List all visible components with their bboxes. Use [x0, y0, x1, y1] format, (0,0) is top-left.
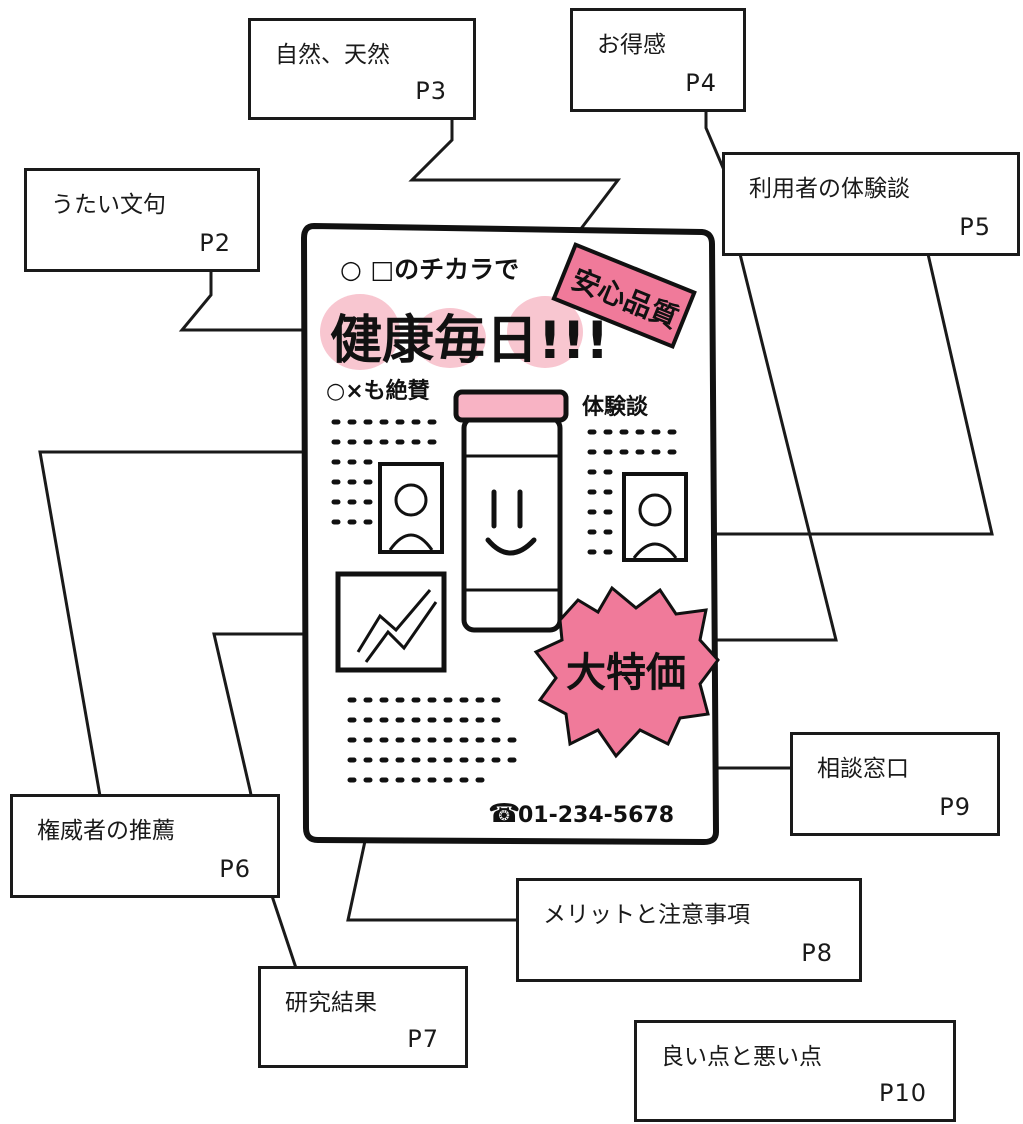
connector-lines [38, 112, 994, 969]
connector-p2 [178, 270, 346, 332]
connector-p4 [704, 112, 726, 171]
dotted-text-lines [331, 419, 689, 783]
label-box-p8: メリットと注意事項 P8 [516, 878, 862, 982]
flyer-subtitle: ○ □のチカラで [340, 255, 519, 284]
connector-p6 [38, 450, 340, 797]
label-box-p5: 利用者の体験談 P5 [722, 152, 1020, 256]
label-box-p7: 研究結果 P7 [258, 966, 468, 1068]
bottle-smile [485, 537, 537, 556]
expert-portrait-frame [378, 462, 444, 554]
phone-icon: ☎ [488, 799, 520, 829]
label-page-number: P3 [415, 77, 447, 105]
connector-p5b [706, 253, 838, 642]
label-page-number: P8 [801, 939, 833, 967]
phone-number: 01-234-5678 [518, 803, 674, 828]
expert-portrait-head [394, 483, 428, 517]
connector-p5 [678, 253, 994, 536]
label-page-number: P9 [939, 793, 971, 821]
headline-highlight [414, 308, 486, 368]
quality-stamp-box [551, 242, 697, 350]
price-burst [533, 585, 720, 759]
label-page-number: P6 [219, 855, 251, 883]
label-title: メリットと注意事項 [543, 902, 750, 928]
bottle-body [461, 415, 563, 633]
label-page-number: P2 [199, 229, 231, 257]
label-box-p10: 良い点と悪い点 P10 [634, 1020, 956, 1122]
user-portrait-body [632, 542, 678, 559]
label-title: お得感 [597, 32, 666, 58]
label-title: うたい文句 [51, 192, 166, 218]
label-box-p6: 権威者の推薦 P6 [10, 794, 280, 898]
label-page-number: P7 [407, 1025, 439, 1053]
label-title: 研究結果 [285, 990, 377, 1016]
label-title: 権威者の推薦 [37, 818, 175, 844]
headline-highlight [320, 294, 400, 370]
bottle-cap [453, 389, 569, 423]
user-portrait-frame [622, 472, 688, 562]
research-graph-frame [335, 571, 447, 673]
label-title: 自然、天然 [275, 42, 390, 68]
user-portrait-head [638, 493, 672, 527]
flyer: ○ □のチカラで 健康毎日!!! 安心品質 ○×も絶賛 体験談 [300, 222, 720, 846]
research-graph-line [356, 589, 432, 653]
label-box-p2: うたい文句 P2 [24, 168, 260, 272]
expert-portrait [378, 462, 444, 554]
label-page-number: P5 [959, 213, 991, 241]
label-title: 利用者の体験談 [749, 176, 910, 202]
connector-p3 [408, 118, 622, 231]
label-page-number: P10 [878, 1079, 927, 1107]
left-heading: ○×も絶賛 [326, 378, 431, 404]
label-title: 良い点と悪い点 [661, 1044, 822, 1070]
label-box-p3: 自然、天然 P3 [248, 18, 476, 120]
label-box-p9: 相談窓口 P9 [790, 732, 1000, 836]
flyer-headline: 健康毎日!!! [330, 311, 609, 371]
price-burst-text: 大特価 [566, 650, 686, 696]
research-graph-line [364, 601, 438, 663]
research-graph [335, 571, 447, 673]
right-heading: 体験談 [582, 394, 649, 420]
label-page-number: P4 [685, 69, 717, 97]
supplement-bottle [453, 389, 569, 633]
expert-portrait-body [388, 533, 434, 551]
connector-p7 [212, 632, 334, 969]
user-portrait [622, 472, 688, 562]
headline-highlight [507, 296, 583, 368]
label-title: 相談窓口 [817, 756, 909, 782]
label-box-p4: お得感 P4 [570, 8, 746, 112]
